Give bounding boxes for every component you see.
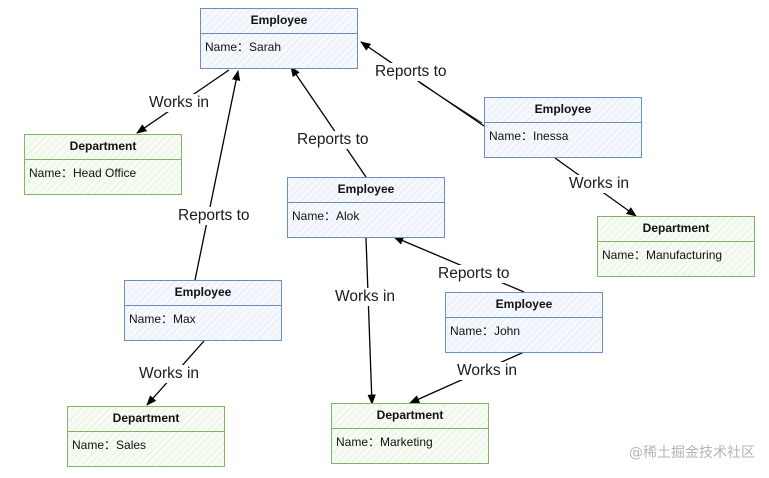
node-name-field: Name：Max: [129, 312, 196, 326]
employee-node-inessa[interactable]: Employee Name：Inessa: [484, 97, 642, 158]
edge-label-sarah-works-in: Works in: [148, 94, 211, 112]
node-header: Employee: [288, 178, 444, 203]
edge-label-alok-works-in: Works in: [334, 288, 397, 306]
node-header: Department: [332, 404, 488, 429]
node-name-field: Name：Marketing: [336, 435, 433, 449]
edge-label-inessa-reports-to: Reports to: [374, 63, 448, 81]
node-header: Employee: [201, 9, 357, 34]
node-header: Department: [25, 135, 181, 160]
node-header: Employee: [485, 98, 641, 123]
edge-inessa-reports-to: [360, 41, 485, 127]
node-name-field: Name：John: [450, 324, 521, 338]
edge-label-john-works-in: Works in: [456, 362, 519, 380]
node-name-field: Name：Alok: [292, 209, 360, 223]
node-name-field: Name：Inessa: [489, 129, 569, 143]
node-name-field: Name：Head Office: [29, 166, 137, 180]
edge-label-inessa-works-in: Works in: [568, 175, 631, 193]
edge-label-alok-reports-to: Reports to: [296, 131, 370, 149]
node-name-field: Name：Sales: [72, 438, 147, 452]
node-name-field: Name：Sarah: [205, 40, 282, 54]
employee-node-john[interactable]: Employee Name：John: [445, 292, 603, 353]
edge-label-max-works-in: Works in: [138, 365, 201, 383]
node-header: Department: [598, 217, 754, 242]
node-name-field: Name：Manufacturing: [602, 248, 723, 262]
employee-node-alok[interactable]: Employee Name：Alok: [287, 177, 445, 238]
employee-node-max[interactable]: Employee Name：Max: [124, 280, 282, 341]
node-header: Employee: [125, 281, 281, 306]
edge-alok-reports-to: [290, 66, 367, 178]
department-node-sales[interactable]: Department Name：Sales: [67, 406, 225, 467]
employee-node-sarah[interactable]: Employee Name：Sarah: [200, 8, 358, 69]
edge-alok-works-in: [365, 237, 376, 406]
edge-label-max-reports-to: Reports to: [177, 207, 251, 225]
department-node-head-office[interactable]: Department Name：Head Office: [24, 134, 182, 195]
department-node-manufacturing[interactable]: Department Name：Manufacturing: [597, 216, 755, 277]
node-header: Employee: [446, 293, 602, 318]
edge-label-john-reports-to: Reports to: [437, 265, 511, 283]
watermark: @稀土掘金技术社区: [629, 445, 755, 461]
node-header: Department: [68, 407, 224, 432]
edge-max-reports-to: [194, 69, 241, 281]
department-node-marketing[interactable]: Department Name：Marketing: [331, 403, 489, 464]
